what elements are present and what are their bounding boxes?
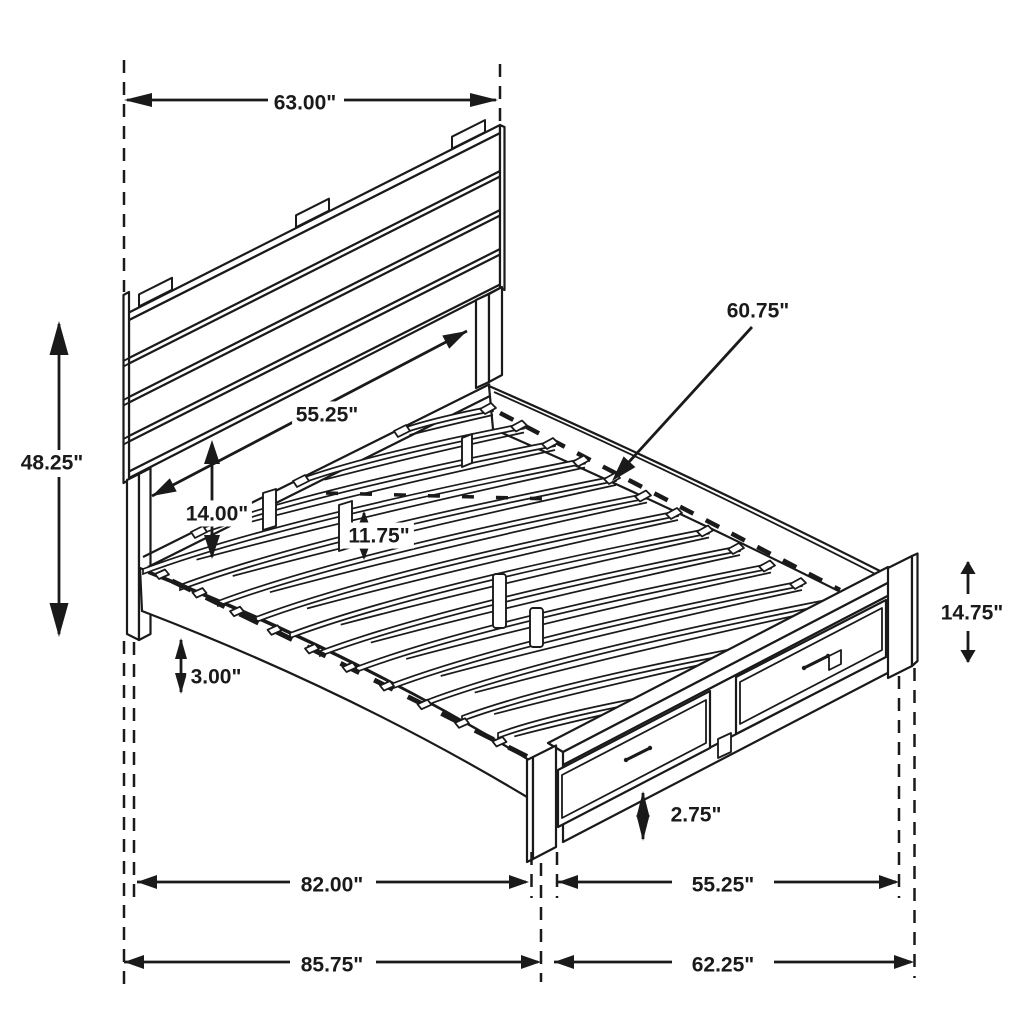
svg-text:82.00": 82.00" bbox=[301, 874, 364, 897]
svg-text:63.00": 63.00" bbox=[274, 92, 337, 115]
svg-text:85.75": 85.75" bbox=[301, 954, 364, 977]
svg-text:3.00": 3.00" bbox=[191, 666, 242, 689]
svg-text:11.75": 11.75" bbox=[348, 525, 409, 548]
svg-text:55.25": 55.25" bbox=[692, 874, 755, 897]
svg-text:60.75": 60.75" bbox=[727, 300, 790, 323]
svg-text:14.00": 14.00" bbox=[186, 503, 249, 526]
svg-text:48.25": 48.25" bbox=[21, 452, 84, 475]
svg-text:14.75": 14.75" bbox=[941, 602, 1004, 625]
svg-text:62.25": 62.25" bbox=[692, 954, 755, 977]
svg-text:2.75": 2.75" bbox=[671, 804, 722, 827]
svg-text:55.25": 55.25" bbox=[296, 404, 359, 427]
